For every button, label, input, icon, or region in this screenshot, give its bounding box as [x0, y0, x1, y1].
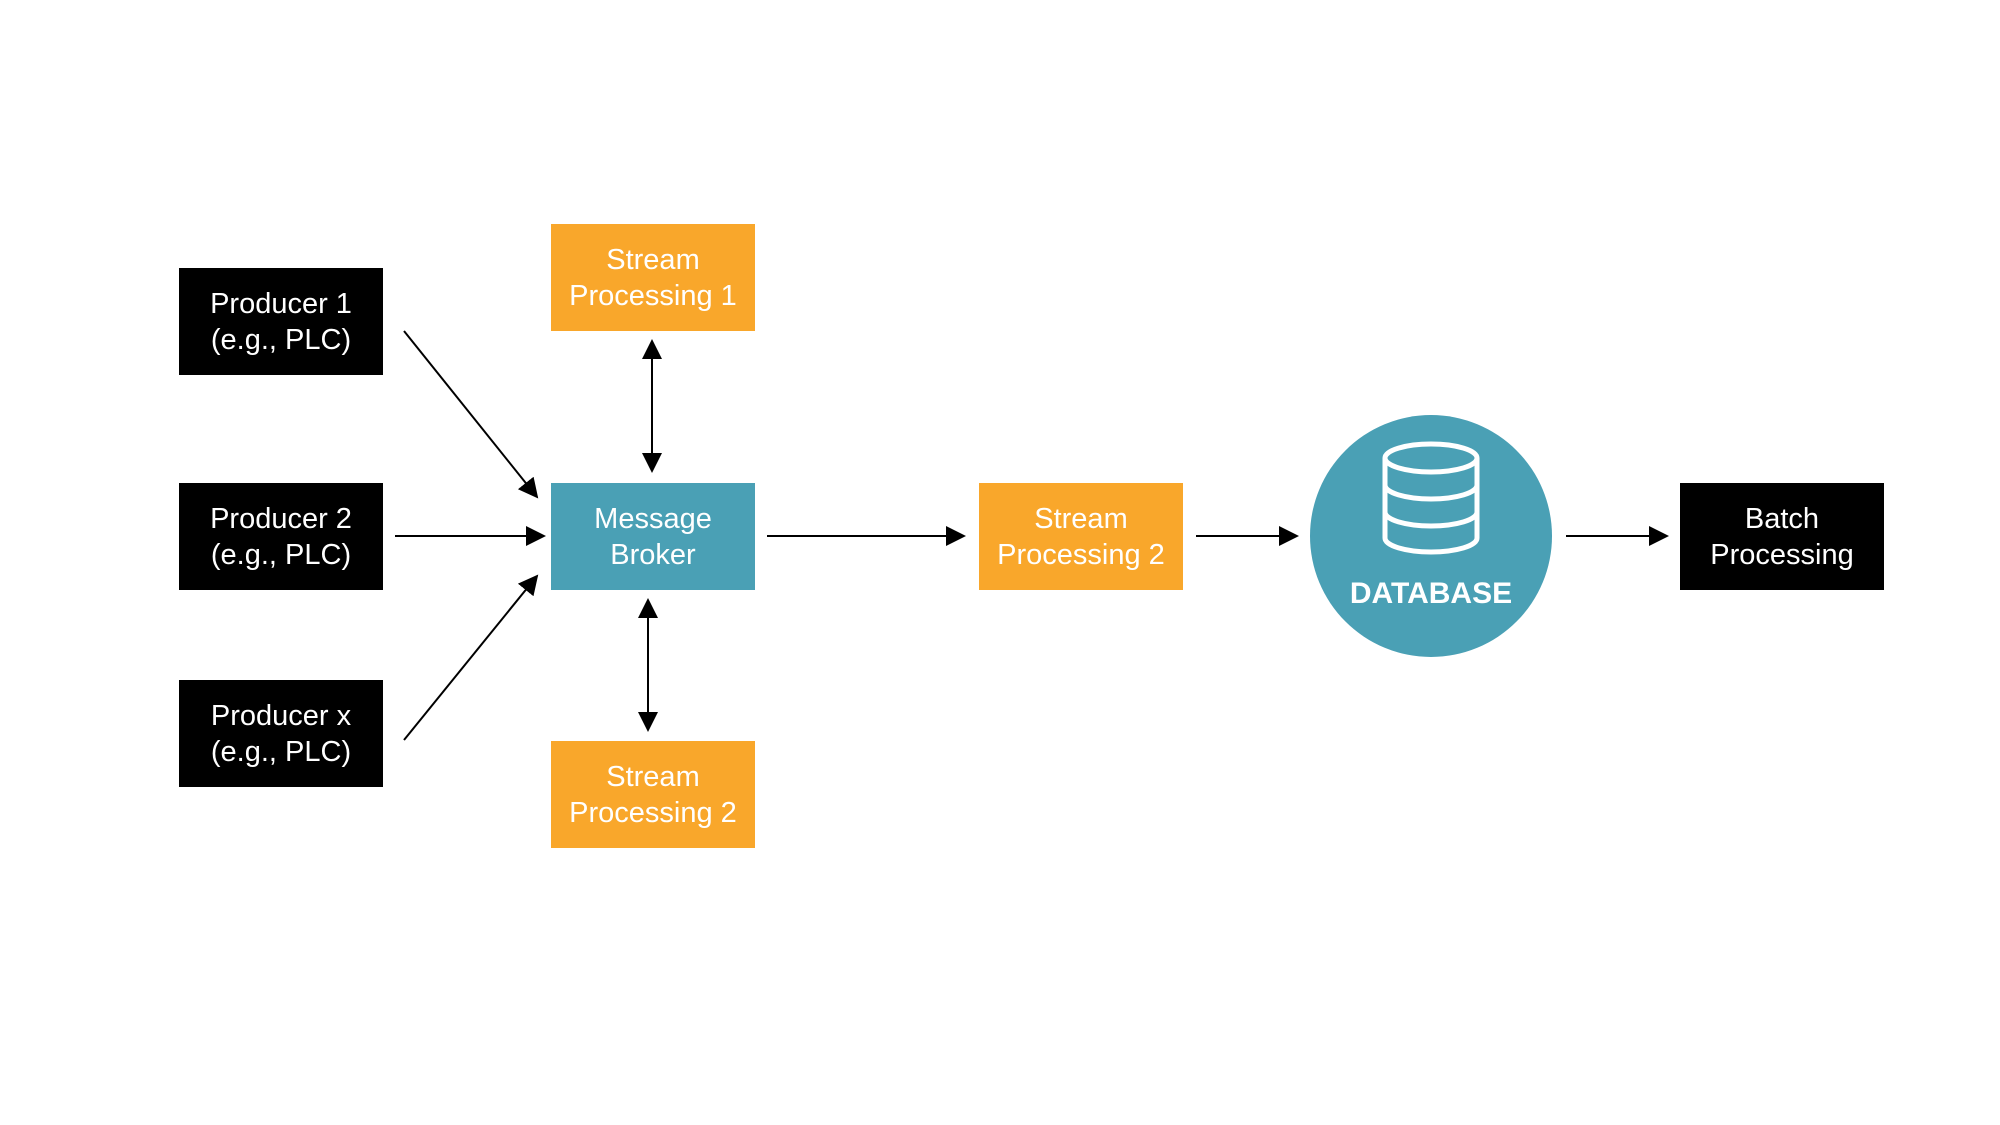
stream-processing-mid-line-1: Stream — [1034, 502, 1128, 535]
stream-processing-bottom-line-1: Stream — [606, 760, 700, 793]
producer-2-title: Producer 2 — [210, 502, 352, 535]
message-broker-line-2: Broker — [610, 538, 696, 571]
batch-processing-line-1: Batch — [1744, 502, 1820, 535]
message-broker-line-1: Message — [594, 502, 712, 535]
producer-1-title: Producer 1 — [210, 287, 352, 320]
producer-x-node: Producer x (e.g., PLC) — [179, 680, 383, 787]
producer-1-subtitle: (e.g., PLC) — [210, 323, 352, 356]
producer-x-subtitle: (e.g., PLC) — [210, 735, 352, 768]
producer-1-node: Producer 1 (e.g., PLC) — [179, 268, 383, 375]
producer-x-title: Producer x — [210, 699, 352, 732]
edge-producer-x-to-broker — [403, 574, 539, 741]
producer-2-node: Producer 2 (e.g., PLC) — [179, 483, 383, 590]
stream-processing-mid-node: Stream Processing 2 — [979, 483, 1183, 590]
stream-processing-top-line-2: Processing 1 — [569, 279, 737, 312]
stream-processing-mid-line-2: Processing 2 — [997, 538, 1165, 571]
stream-processing-top-node: Stream Processing 1 — [551, 224, 755, 331]
batch-processing-line-2: Processing — [1710, 538, 1854, 571]
database-label: DATABASE — [1349, 577, 1513, 610]
stream-processing-bottom-line-2: Processing 2 — [569, 796, 737, 829]
batch-processing-node: Batch Processing — [1680, 483, 1884, 590]
edge-producer-1-to-broker — [403, 330, 539, 499]
stream-processing-bottom-node: Stream Processing 2 — [551, 741, 755, 848]
database-cylinder-icon — [1382, 441, 1480, 555]
message-broker-node: Message Broker — [551, 483, 755, 590]
stream-processing-top-line-1: Stream — [606, 243, 700, 276]
database-node: DATABASE — [1310, 415, 1552, 657]
producer-2-subtitle: (e.g., PLC) — [210, 538, 352, 571]
